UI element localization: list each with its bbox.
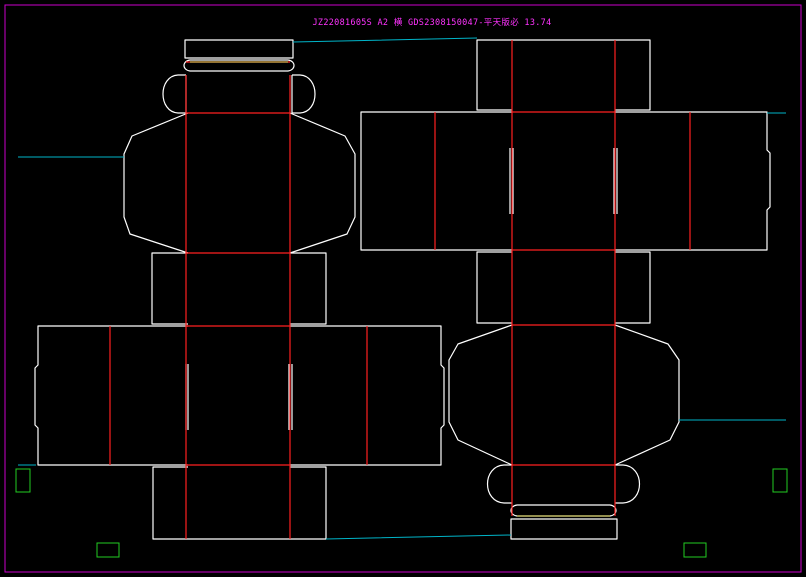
right-box-dieline (360, 39, 771, 540)
registration-mark-icon (683, 542, 707, 558)
right-lower-dust-flap-left (448, 324, 513, 466)
left-bottom-flap (152, 466, 327, 540)
right-top-flap (476, 39, 651, 111)
right-bottom-tuck-flap (487, 464, 640, 540)
right-middle-panel (476, 251, 651, 324)
registration-marks (15, 468, 788, 558)
registration-mark-icon (15, 468, 31, 493)
registration-mark-icon (772, 468, 788, 493)
left-box-dieline (34, 39, 445, 540)
dimension-lines (18, 37, 786, 540)
right-lock-slits (509, 148, 618, 214)
left-middle-panel (151, 252, 327, 325)
drawing-frame (4, 4, 802, 573)
left-lock-slits (185, 364, 293, 430)
left-side-panels (34, 325, 445, 466)
right-lower-dust-flap-right (614, 324, 680, 466)
drawing-title: JZ22081605S A2 横 GDS2308150047-平天版必 13.7… (312, 17, 551, 28)
left-creases (109, 61, 368, 539)
left-upper-dust-flap-left (123, 112, 189, 254)
registration-mark-icon (96, 542, 120, 558)
right-creases (434, 40, 691, 516)
glue-lines (190, 61, 610, 517)
left-upper-dust-flap-right (289, 112, 356, 254)
right-side-panels (360, 111, 771, 251)
